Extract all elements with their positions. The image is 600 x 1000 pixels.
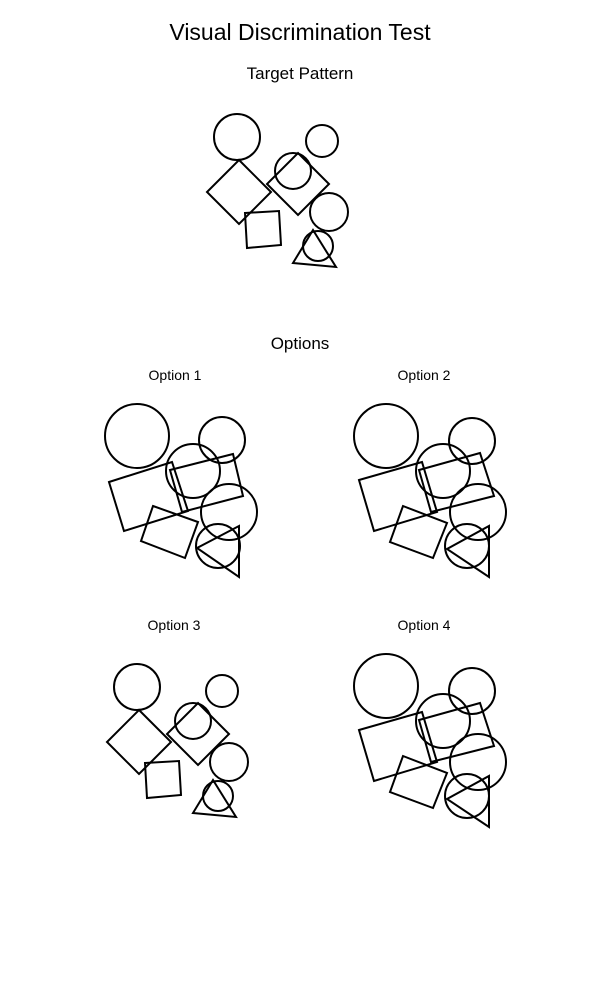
shape-circle <box>209 742 249 782</box>
shape-square <box>265 151 331 217</box>
shape-circle <box>449 733 507 791</box>
shape-triangle <box>291 228 338 269</box>
shape-triangle <box>445 774 490 829</box>
shape-square <box>388 754 449 810</box>
shape-circle <box>205 674 239 708</box>
shape-circle <box>104 403 170 469</box>
option-4-label: Option 4 <box>397 617 451 633</box>
shape-triangle <box>445 524 490 579</box>
shape-square <box>417 451 496 514</box>
shape-circle <box>200 483 258 541</box>
shape-circle <box>213 113 261 161</box>
shape-square <box>388 504 449 560</box>
shape-square <box>139 504 200 560</box>
shape-circle <box>448 417 496 465</box>
shape-triangle <box>191 778 238 819</box>
shape-circle <box>449 483 507 541</box>
target-pattern-heading: Target Pattern <box>246 64 354 83</box>
option-3-label: Option 3 <box>147 617 201 633</box>
page-title: Visual Discrimination Test <box>169 19 431 45</box>
shape-square <box>357 710 439 783</box>
shape-square <box>165 701 231 767</box>
shape-circle <box>309 192 349 232</box>
shape-circle <box>274 152 312 190</box>
shape-square <box>417 701 496 764</box>
shape-circle <box>353 403 419 469</box>
shape-circle <box>165 443 221 499</box>
shape-square <box>243 209 283 250</box>
shape-circle <box>113 663 161 711</box>
shape-circle <box>305 124 339 158</box>
shape-circle <box>448 667 496 715</box>
shape-square <box>357 460 439 533</box>
shape-circle <box>198 416 246 464</box>
shape-square <box>168 452 245 514</box>
option-2-label: Option 2 <box>397 367 451 383</box>
shape-circle <box>174 702 212 740</box>
shape-square <box>143 759 183 800</box>
shape-circle <box>415 443 471 499</box>
options-heading: Options <box>270 334 330 353</box>
shape-square <box>205 158 273 226</box>
shape-circle <box>353 653 419 719</box>
option-1-label: Option 1 <box>148 367 202 383</box>
shape-circle <box>415 693 471 749</box>
shape-triangle <box>195 524 240 579</box>
shape-square <box>105 708 173 776</box>
